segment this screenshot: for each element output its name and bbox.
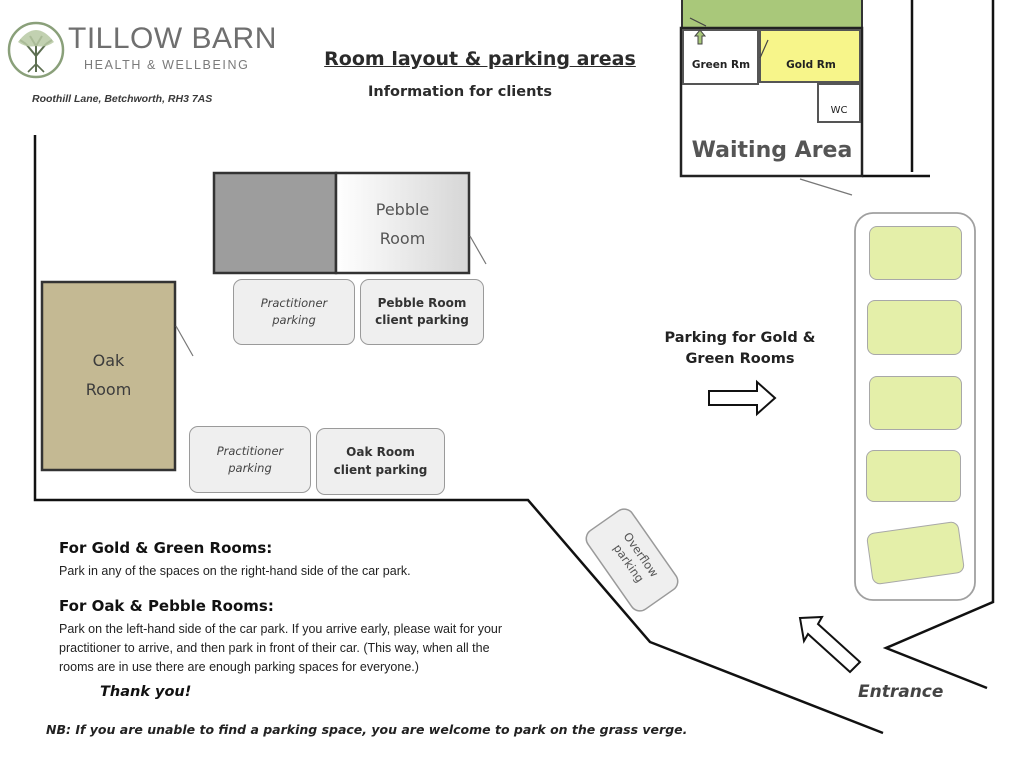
oak-room-door — [175, 325, 194, 357]
green-room-door — [689, 17, 707, 27]
pebble-room-label-line1: Pebble — [375, 200, 430, 220]
nb-note: NB: If you are unable to find a parking … — [46, 722, 688, 737]
oak-room-label-line1: Oak — [92, 351, 125, 371]
right-parking-bay-2 — [867, 300, 962, 355]
waiting-area-label: Waiting Area — [691, 138, 853, 163]
oak-pebble-text-line3: rooms are in use there are enough parkin… — [59, 659, 419, 674]
overflow-parking-bay — [585, 508, 679, 612]
wc-box — [817, 83, 861, 123]
barn-building — [679, 0, 864, 196]
thank-you: Thank you! — [100, 684, 192, 700]
oak-client-parking-line2: client parking — [333, 462, 428, 477]
pebble-room-box — [334, 171, 471, 275]
logo-subtitle: HEALTH & WELLBEING — [84, 58, 250, 72]
practitioner-parking-top-line2: parking — [272, 313, 316, 327]
pebble-client-parking-line1: Pebble Room — [377, 295, 467, 310]
gold-room-door — [759, 39, 769, 59]
logo-tree-icon — [7, 21, 65, 79]
gold-green-parking-line2: Green Rooms — [685, 351, 795, 368]
green-room-label: Green Rm — [691, 59, 751, 71]
entrance-arrow — [798, 615, 862, 674]
practitioner-parking-top-line1: Practitioner — [260, 296, 328, 311]
page-title: Room layout & parking areas — [324, 48, 636, 70]
oak-pebble-heading: For Oak & Pebble Rooms: — [59, 597, 274, 615]
car-park-left-wall — [33, 135, 884, 735]
car-park-right-wall — [882, 0, 995, 690]
green-room-arrow — [693, 29, 707, 45]
pebble-room-door — [469, 235, 487, 265]
right-parking-bay-3 — [869, 376, 962, 430]
grass-strip — [681, 0, 863, 29]
practitioner-parking-bottom-line2: parking — [228, 460, 272, 475]
oak-room-label: Oak Room — [42, 286, 175, 466]
gold-green-parking-line1: Parking for Gold & — [664, 330, 816, 346]
pebble-storage-block — [212, 171, 338, 275]
oak-client-parking: Oak Room client parking — [316, 428, 445, 495]
address: Roothill Lane, Betchworth, RH3 7AS — [32, 93, 213, 105]
gold-room-label: Gold Rm — [786, 59, 836, 71]
practitioner-parking-bottom-line1: Practitioner — [216, 443, 284, 458]
gold-room-box — [759, 29, 861, 83]
oak-room-box — [40, 280, 177, 472]
page-subtitle: Information for clients — [368, 84, 552, 100]
logo-name: TILLOW BARN — [68, 22, 277, 55]
green-room-box — [682, 29, 759, 85]
oak-pebble-text-line1: Park on the left-hand side of the car pa… — [59, 622, 503, 636]
gold-green-parking-label: Parking for Gold & Green Rooms — [650, 328, 830, 370]
gold-green-text: Park in any of the spaces on the right-h… — [59, 564, 411, 578]
oak-room-label-line2: Room — [85, 380, 132, 399]
pebble-room-label-line2: Room — [379, 229, 426, 248]
gold-green-heading: For Gold & Green Rooms: — [59, 539, 273, 557]
practitioner-parking-top: Practitioner parking — [233, 279, 355, 345]
pebble-client-parking: Pebble Room client parking — [360, 279, 484, 345]
pebble-room-label: Pebble Room — [336, 180, 469, 270]
right-parking-bay-1 — [869, 226, 962, 280]
wc-label: WC — [830, 105, 848, 116]
pebble-client-parking-line2: client parking — [375, 313, 469, 327]
oak-client-parking-line1: Oak Room — [346, 445, 415, 460]
oak-pebble-text: Park on the left-hand side of the car pa… — [59, 620, 629, 676]
right-parking-bay-4 — [866, 450, 961, 502]
waiting-area-door — [799, 178, 853, 196]
gold-green-direction-arrow — [708, 379, 777, 417]
oak-pebble-text-line2: practitioner to arrive, and then park in… — [59, 640, 490, 655]
entrance-label: Entrance — [858, 682, 944, 702]
practitioner-parking-bottom: Practitioner parking — [189, 426, 311, 493]
